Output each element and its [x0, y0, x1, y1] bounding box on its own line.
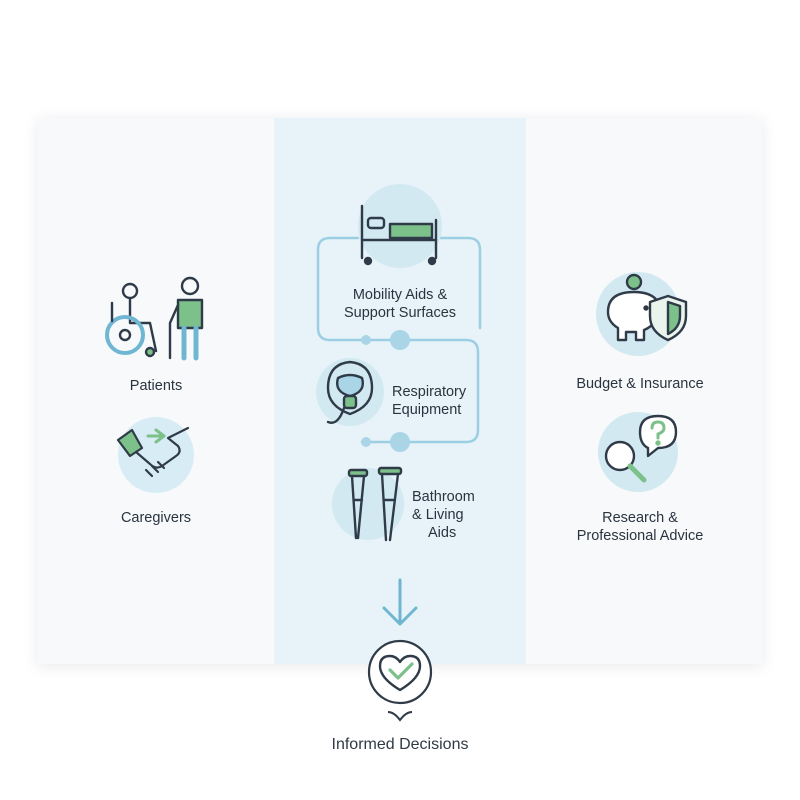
- patients-label: Patients: [129, 378, 183, 394]
- crutches-icon: [347, 466, 403, 542]
- outcome-icon-circle: [367, 639, 433, 705]
- research-label-line2: Professional Advice: [576, 528, 704, 544]
- brace-connector: [387, 711, 413, 722]
- caregivers-icon-circle: [118, 417, 194, 493]
- research-label-line1: Research &: [602, 510, 678, 526]
- heart-check-icon: [378, 654, 422, 692]
- flow-nodes: [361, 330, 410, 452]
- mobility-label-line2: Support Surfaces: [343, 305, 457, 321]
- wheelchair-and-walker-icon: [105, 276, 204, 361]
- research-label: Research & Professional Advice: [560, 509, 720, 545]
- piggy-bank-shield-icon: [606, 273, 688, 342]
- respiratory-label-line1: Respiratory: [392, 384, 467, 400]
- outcome-label: Informed Decisions: [331, 736, 469, 753]
- handshake-icon: [116, 426, 190, 478]
- magnifier-question-icon: [604, 414, 678, 483]
- down-arrow-icon: [382, 578, 418, 626]
- respiratory-label: Respiratory Equipment: [392, 383, 482, 419]
- respiratory-label-line2: Equipment: [392, 402, 462, 418]
- bathroom-label: Bathroom & Living Aids: [412, 488, 492, 542]
- bathroom-label-line1: Bathroom: [412, 489, 475, 505]
- bathroom-label-line3: Aids: [428, 525, 457, 541]
- hospital-bed-icon: [360, 204, 438, 266]
- respirator-mask-icon: [326, 360, 374, 424]
- mobility-label: Mobility Aids & Support Surfaces: [330, 286, 470, 322]
- caregivers-label: Caregivers: [120, 510, 192, 526]
- mobility-label-line1: Mobility Aids &: [352, 287, 448, 303]
- budget-label: Budget & Insurance: [576, 376, 704, 392]
- bathroom-label-line2: & Living: [412, 507, 464, 523]
